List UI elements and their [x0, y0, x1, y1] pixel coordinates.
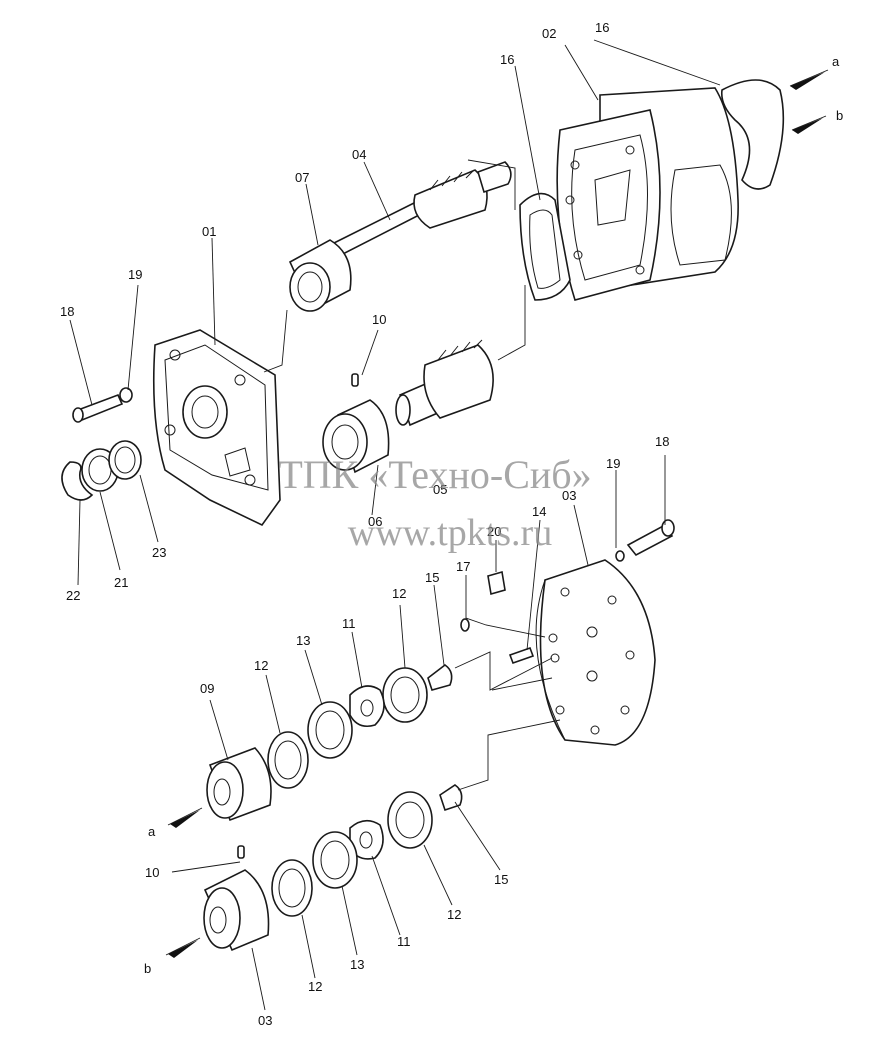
pin-10-top	[351, 373, 359, 387]
label-19-right: 19	[606, 456, 620, 471]
front-cover-01	[152, 329, 281, 527]
plug-15-lower	[439, 784, 463, 812]
seal-12-upper	[382, 667, 428, 723]
label-10-top: 10	[372, 312, 386, 327]
label-21: 21	[114, 575, 128, 590]
leader-lines	[69, 39, 721, 1011]
label-13-upper: 13	[296, 633, 310, 648]
watermark-company: ТПК «Техно-Сиб»	[278, 452, 591, 497]
label-16-top: 16	[595, 20, 609, 35]
label-12-mid: 12	[254, 658, 268, 673]
block-03-lower	[203, 869, 270, 952]
o-ring-16-left	[519, 192, 571, 301]
o-ring-17	[460, 618, 470, 632]
ring-13-lower	[312, 831, 358, 889]
label-01: 01	[202, 224, 216, 239]
label-12-lower: 12	[447, 907, 461, 922]
label-17: 17	[456, 559, 470, 574]
label-13-lower: 13	[350, 957, 364, 972]
label-12-upper: 12	[392, 586, 406, 601]
label-14: 14	[532, 504, 546, 519]
block-09	[206, 747, 272, 822]
drive-shaft-04	[328, 161, 512, 260]
label-07: 07	[295, 170, 309, 185]
label-12-bottom: 12	[308, 979, 322, 994]
part-labels: 02 16 16 a b 04 07 01 19 18 10 05 06 23 …	[60, 20, 843, 1028]
label-02: 02	[542, 26, 556, 41]
label-04: 04	[352, 147, 366, 162]
rear-cover-03	[535, 559, 656, 746]
ring-12-bottom	[271, 859, 313, 917]
label-a-top: a	[832, 54, 840, 69]
label-15-upper: 15	[425, 570, 439, 585]
label-20: 20	[487, 524, 501, 539]
ring-12-mid	[267, 731, 309, 789]
plug-15-upper	[427, 664, 453, 691]
label-23: 23	[152, 545, 166, 560]
pin-14	[508, 646, 535, 665]
bearing-06	[322, 399, 390, 474]
label-03-bottom: 03	[258, 1013, 272, 1028]
arrow-a-top	[790, 72, 825, 90]
label-03-right: 03	[562, 488, 576, 503]
o-ring-16-right	[720, 79, 785, 190]
seal-12-lower	[387, 791, 433, 849]
arrow-b-lower	[168, 940, 198, 958]
label-15-lower: 15	[494, 872, 508, 887]
plug-20	[487, 570, 506, 596]
ring-23	[108, 440, 142, 480]
label-11-lower: 11	[397, 934, 411, 949]
bolt-18-right	[626, 523, 674, 557]
bolt-18-left	[76, 393, 124, 422]
driven-gear-05	[395, 339, 494, 427]
label-22: 22	[66, 588, 80, 603]
housing-02	[556, 87, 739, 301]
label-10-lower: 10	[145, 865, 159, 880]
arrow-b-top	[792, 118, 823, 134]
ring-13-upper	[307, 701, 353, 759]
pin-10-lower	[237, 845, 245, 859]
label-19: 19	[128, 267, 142, 282]
label-18-right: 18	[655, 434, 669, 449]
label-b-lower: b	[144, 961, 151, 976]
label-b-top: b	[836, 108, 843, 123]
plate-11-lower	[349, 819, 384, 860]
label-05: 05	[433, 482, 447, 497]
label-09: 09	[200, 681, 214, 696]
plate-11-upper	[349, 685, 385, 728]
label-06: 06	[368, 514, 382, 529]
label-16-left: 16	[500, 52, 514, 67]
washer-19	[119, 387, 133, 403]
watermark-url: www.tpkts.ru	[348, 512, 552, 554]
bearing-07	[288, 239, 352, 312]
label-18-left: 18	[60, 304, 74, 319]
arrow-a-lower	[170, 810, 200, 828]
snap-ring-22	[61, 461, 94, 501]
label-11-upper: 11	[342, 616, 356, 631]
label-a-lower: a	[148, 824, 156, 839]
